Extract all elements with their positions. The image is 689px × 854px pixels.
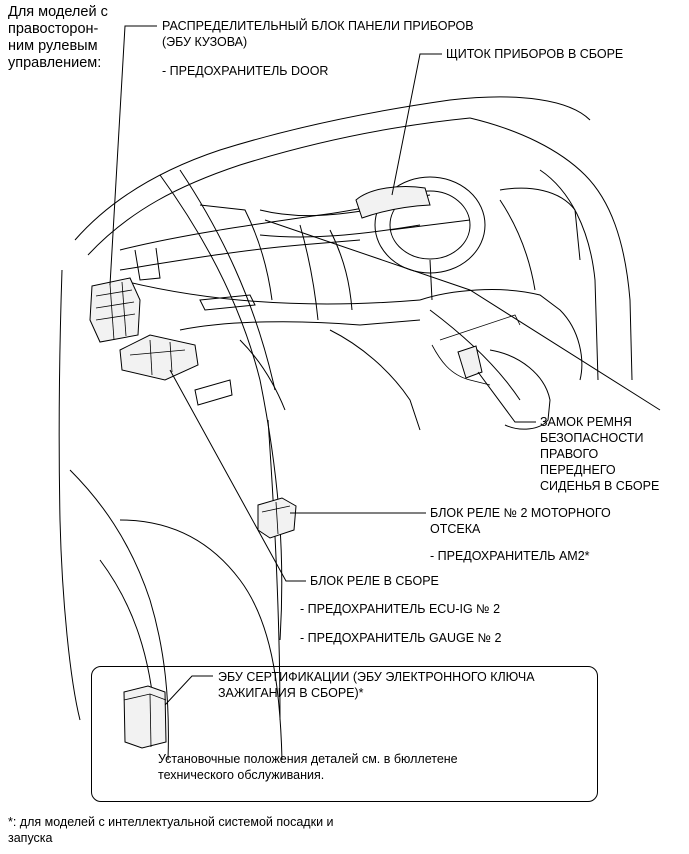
relay-block-fuse-ecu-ig2: - ПРЕДОХРАНИТЕЛЬ ECU-IG № 2 [300,602,501,616]
errb-title-line-2: ОТСЕКА [430,522,481,536]
cert-ecu-title-line-1: ЭБУ СЕРТИФИКАЦИИ (ЭБУ ЭЛЕКТРОННОГО КЛЮЧА [218,670,535,684]
buckle-line-2: БЕЗОПАСНОСТИ [540,431,644,445]
footnote-line-1: *: для моделей с интеллектуальной систем… [8,815,334,829]
ipjb-fuse-door: - ПРЕДОХРАНИТЕЛЬ DOOR [162,64,329,78]
buckle-line-1: ЗАМОК РЕМНЯ [540,415,632,429]
relay-block-title: БЛОК РЕЛЕ В СБОРЕ [310,574,439,588]
buckle-line-3: ПРАВОГО [540,447,599,461]
vehicle-body-outline [58,96,661,761]
combination-meter-label: ЩИТОК ПРИБОРОВ В СБОРЕ [446,47,624,61]
cert-ecu-note-line-2: технического обслуживания. [158,768,325,782]
cert-ecu-note-line-1: Установочные положения деталей см. в бюл… [158,752,458,766]
buckle-line-4: ПЕРЕДНЕГО [540,463,616,477]
errb-title-line-1: БЛОК РЕЛЕ № 2 МОТОРНОГО [430,506,611,520]
ipjb-title-line-1: РАСПРЕДЕЛИТЕЛЬНЫЙ БЛОК ПАНЕЛИ ПРИБОРОВ [162,19,474,33]
certification-ecu-box [91,666,598,802]
rhd-note-line-4: управлением: [8,55,102,71]
seat-belt-buckle-drawing [457,345,483,379]
rhd-note-line-1: Для моделей с [8,4,108,20]
rhd-note-line-3: ним рулевым [8,38,98,54]
instrument-panel-junction-block-drawing [89,277,141,343]
ipjb-title-line-2: (ЭБУ КУЗОВА) [162,35,248,49]
leader-lines [109,25,536,706]
relay-block-drawing [119,334,199,381]
relay-block-fuse-gauge2: - ПРЕДОХРАНИТЕЛЬ GAUGE № 2 [300,631,502,645]
rhd-note-line-2: правосторон- [8,21,99,37]
certification-ecu-drawing [123,685,167,749]
errb-fuse-am2: - ПРЕДОХРАНИТЕЛЬ AM2* [430,549,590,563]
engine-room-relay-block-drawing [257,497,297,539]
footnote-line-2: запуска [8,831,53,845]
cert-ecu-title-line-2: ЗАЖИГАНИЯ В СБОРЕ)* [218,686,364,700]
buckle-line-5: СИДЕНЬЯ В СБОРЕ [540,479,660,493]
